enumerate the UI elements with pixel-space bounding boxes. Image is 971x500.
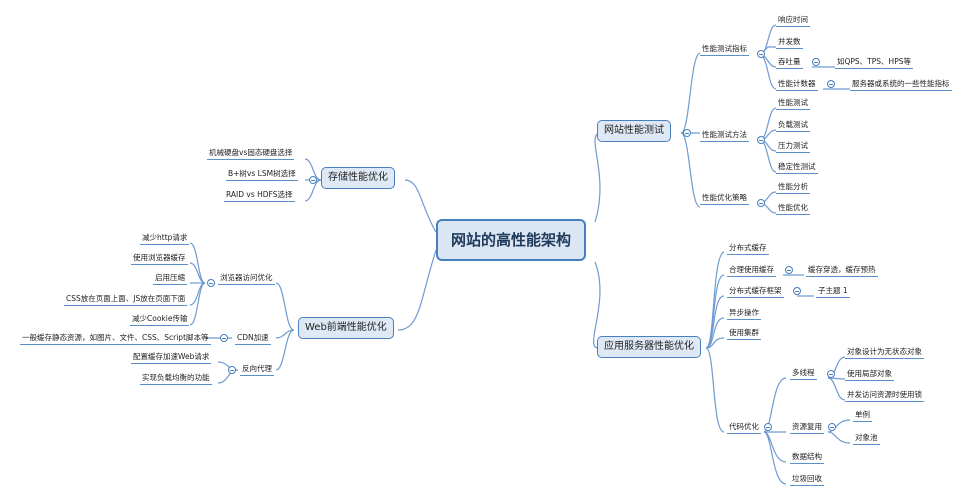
root-topic[interactable]: 网站的高性能架构 [436, 219, 587, 261]
branch-app-server[interactable]: 应用服务器性能优化 [597, 336, 701, 358]
node-perf-methods[interactable]: 性能测试方法 [700, 130, 749, 142]
node-distributed-cache[interactable]: 分布式缓存 [727, 243, 769, 255]
node-object-pool[interactable]: 对象池 [853, 433, 880, 445]
node-cdn-note[interactable]: 一般缓存静态资源，如图片、文件、CSS、Script脚本等 [20, 333, 211, 345]
node-stability-testing[interactable]: 稳定性测试 [776, 162, 818, 174]
node-reasonable-cache[interactable]: 合理使用缓存 [727, 265, 776, 277]
node-proxy-cache[interactable]: 配置缓存加速Web请求 [131, 352, 212, 364]
node-perf-testing[interactable]: 性能测试 [776, 98, 810, 110]
node-btree-vs-lsm[interactable]: B+树vs LSM树选择 [226, 169, 298, 181]
node-concurrency[interactable]: 并发数 [776, 37, 803, 49]
node-data-structure[interactable]: 数据结构 [790, 452, 824, 464]
node-singleton[interactable]: 单例 [853, 410, 872, 422]
node-async[interactable]: 异步操作 [727, 308, 761, 320]
node-cache-framework[interactable]: 分布式缓存框架 [727, 286, 784, 298]
node-perf-counter-note[interactable]: 服务器或系统的一些性能指标 [850, 79, 952, 91]
collapse-icon[interactable] [757, 136, 765, 144]
node-multithread[interactable]: 多线程 [790, 368, 817, 380]
node-perf-optimization[interactable]: 性能优化 [776, 203, 810, 215]
node-perf-strategy[interactable]: 性能优化策略 [700, 193, 749, 205]
collapse-icon[interactable] [757, 50, 765, 58]
collapse-icon[interactable] [812, 58, 820, 66]
node-code-optimization[interactable]: 代码优化 [727, 422, 761, 434]
node-perf-counter[interactable]: 性能计数器 [776, 79, 818, 91]
node-enable-gzip[interactable]: 启用压缩 [153, 273, 187, 285]
collapse-icon[interactable] [828, 423, 836, 431]
node-cache-penetration[interactable]: 缓存穿透，缓存预热 [806, 265, 878, 277]
node-lock[interactable]: 并发访问资源时使用锁 [845, 390, 924, 402]
node-reduce-http[interactable]: 减少http请求 [140, 233, 190, 245]
branch-perf-test[interactable]: 网站性能测试 [597, 120, 671, 142]
collapse-icon[interactable] [827, 370, 835, 378]
node-reduce-cookie[interactable]: 减少Cookie传输 [130, 314, 190, 326]
branch-storage[interactable]: 存储性能优化 [321, 167, 395, 189]
node-gc[interactable]: 垃圾回收 [790, 474, 824, 486]
node-resource-reuse[interactable]: 资源复用 [790, 422, 824, 434]
node-perf-analysis[interactable]: 性能分析 [776, 182, 810, 194]
collapse-icon[interactable] [793, 287, 801, 295]
node-local-object[interactable]: 使用局部对象 [845, 369, 894, 381]
node-load-balance[interactable]: 实现负载均衡的功能 [140, 373, 212, 385]
node-stateless-object[interactable]: 对象设计为无状态对象 [845, 347, 924, 359]
node-throughput[interactable]: 吞吐量 [776, 57, 803, 69]
node-subtopic-1[interactable]: 子主题 1 [816, 286, 850, 298]
node-reverse-proxy[interactable]: 反向代理 [240, 364, 274, 376]
node-hdd-vs-ssd[interactable]: 机械硬盘vs固态硬盘选择 [207, 148, 295, 160]
node-cluster[interactable]: 使用集群 [727, 328, 761, 340]
node-response-time[interactable]: 响应时间 [776, 15, 810, 27]
node-throughput-note[interactable]: 如QPS、TPS、HPS等 [835, 57, 913, 69]
collapse-icon[interactable] [207, 279, 215, 287]
collapse-icon[interactable] [228, 366, 236, 374]
collapse-icon[interactable] [764, 423, 772, 431]
collapse-icon[interactable] [757, 199, 765, 207]
node-browser-optimization[interactable]: 浏览器访问优化 [218, 273, 275, 285]
node-cdn[interactable]: CDN加速 [235, 333, 271, 345]
node-css-js-position[interactable]: CSS放在页面上面、JS放在页面下面 [64, 294, 188, 306]
branch-web-frontend[interactable]: Web前端性能优化 [298, 317, 394, 339]
node-load-testing[interactable]: 负载测试 [776, 120, 810, 132]
node-browser-cache[interactable]: 使用浏览器缓存 [131, 253, 188, 265]
node-stress-testing[interactable]: 压力测试 [776, 141, 810, 153]
node-raid-vs-hdfs[interactable]: RAID vs HDFS选择 [224, 190, 295, 202]
collapse-icon[interactable] [309, 176, 317, 184]
collapse-icon[interactable] [683, 129, 691, 137]
collapse-icon[interactable] [827, 80, 835, 88]
node-perf-metrics[interactable]: 性能测试指标 [700, 44, 749, 56]
collapse-icon[interactable] [220, 334, 228, 342]
collapse-icon[interactable] [785, 266, 793, 274]
